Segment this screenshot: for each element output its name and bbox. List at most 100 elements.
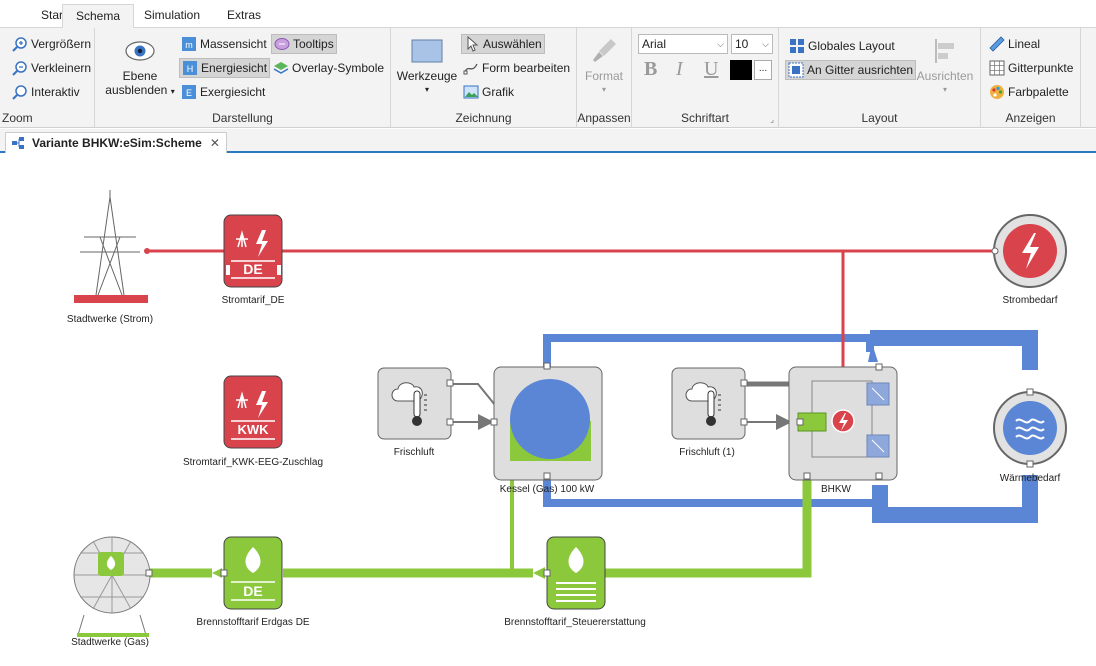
heat-demand-icon: [993, 388, 1067, 468]
exergy-view-label: Exergiesicht: [200, 85, 266, 99]
electricity-tariff-de-icon: [223, 214, 283, 288]
group-anpassen-label: Anpassen: [577, 111, 631, 125]
fuel-tariff-de-icon: [220, 536, 283, 610]
hide-layer-button[interactable]: Ebene ausblenden ▾: [105, 36, 175, 99]
tools-button[interactable]: Werkzeuge ▾: [395, 38, 459, 97]
label-frischluft[interactable]: Frischluft: [393, 447, 435, 458]
global-layout-button[interactable]: Globales Layout: [787, 36, 897, 56]
edit-shape-label: Form bearbeiten: [482, 61, 571, 75]
label-brennstofftarif-steuer[interactable]: Brennstofftarif_Steuererstattung: [504, 617, 646, 628]
tab-extras[interactable]: Extras: [227, 8, 262, 22]
italic-button[interactable]: I: [676, 58, 683, 80]
group-layout-label: Layout: [861, 111, 898, 125]
align-button[interactable]: Ausrichten ▾: [915, 36, 975, 97]
grid-points-button[interactable]: Gitterpunkte: [987, 58, 1075, 78]
tab-simulation[interactable]: Simulation: [144, 8, 201, 22]
exergy-view-icon: E: [182, 85, 196, 99]
hide-layer-label-2: ausblenden: [105, 83, 168, 97]
group-zoom-label: Zoom: [2, 111, 33, 125]
overlay-symbols-button[interactable]: Overlay-Symbole: [271, 58, 386, 78]
format-dropdown-icon: ▾: [601, 85, 606, 94]
label-bhkw[interactable]: BHKW: [821, 484, 851, 495]
font-size-value: 10: [735, 37, 749, 51]
grid-points-label: Gitterpunkte: [1008, 61, 1074, 75]
document-tab[interactable]: Variante BHKW:eSim:Scheme ✕: [5, 132, 227, 153]
magnifier-icon: [12, 85, 27, 100]
close-tab-icon[interactable]: ✕: [209, 136, 220, 150]
layers-icon: [273, 62, 289, 74]
paintbrush-icon: [593, 39, 616, 62]
bold-button[interactable]: B: [644, 58, 658, 80]
kwk-badge-text: KWK: [237, 422, 269, 437]
energy-view-label: Energiesicht: [201, 61, 268, 75]
font-color-swatch[interactable]: [730, 60, 752, 80]
label-waermebedarf[interactable]: Wärmebedarf: [999, 473, 1061, 484]
overlay-symbols-label: Overlay-Symbole: [292, 61, 385, 75]
hide-layer-label-1: Ebene: [122, 69, 158, 83]
label-brennstofftarif-de[interactable]: Brennstofftarif Erdgas DE: [196, 617, 310, 628]
group-darstellung-label: Darstellung: [212, 111, 273, 125]
grid-icon: [989, 60, 1005, 76]
energy-view-button[interactable]: H Energiesicht: [179, 58, 271, 78]
group-layout: Globales Layout An Gitter ausrichten Aus…: [779, 28, 981, 128]
de-gas-badge-text: DE: [243, 583, 263, 599]
grid-align-icon: [788, 62, 804, 78]
edit-shape-button[interactable]: Form bearbeiten: [461, 58, 572, 78]
more-font-options-button[interactable]: ...: [754, 60, 772, 80]
tooltip-icon: [274, 38, 290, 50]
select-button[interactable]: Auswählen: [461, 34, 545, 54]
global-layout-icon: [790, 39, 804, 53]
group-zeichnung: Werkzeuge ▾ Auswählen Form bearbeiten Gr…: [391, 28, 577, 128]
power-pylon-icon: [74, 190, 148, 303]
underline-button[interactable]: U: [704, 58, 719, 80]
ruler-label: Lineal: [1008, 37, 1041, 51]
tooltips-label: Tooltips: [293, 37, 334, 51]
group-zeichnung-label: Zeichnung: [455, 111, 512, 125]
mass-view-icon: m: [182, 37, 196, 51]
svg-text:m: m: [185, 40, 193, 50]
interactive-zoom-button[interactable]: Interaktiv: [10, 82, 82, 102]
tab-schema[interactable]: Schema: [62, 4, 135, 29]
zoom-in-label: Vergrößern: [31, 37, 92, 51]
document-tab-bar: Variante BHKW:eSim:Scheme ✕: [0, 129, 1096, 153]
label-kessel[interactable]: Kessel (Gas) 100 kW: [499, 484, 595, 495]
dialog-launcher-icon[interactable]: ⌟: [770, 115, 774, 124]
label-stromtarif-kwk[interactable]: Stromtarif_KWK-EEG-Zuschlag: [182, 457, 324, 468]
exergy-view-button[interactable]: E Exergiesicht: [179, 82, 267, 102]
svg-text:H: H: [187, 64, 194, 74]
schema-canvas[interactable]: DE KWK DE Stadtwerke (Strom) Stromtarif_…: [0, 155, 1096, 666]
group-zoom: Vergrößern Verkleinern Interaktiv Zoom: [0, 28, 95, 128]
chevron-down-icon: ⌵: [717, 39, 724, 49]
align-to-grid-button[interactable]: An Gitter ausrichten: [785, 60, 917, 80]
format-label: Format: [584, 69, 623, 83]
heat-pipes: [543, 330, 1038, 523]
label-stadtwerke-strom[interactable]: Stadtwerke (Strom): [66, 314, 154, 325]
label-frischluft-1[interactable]: Frischluft (1): [679, 447, 735, 458]
zoom-in-button[interactable]: Vergrößern: [10, 34, 93, 54]
font-size-select[interactable]: 10 ⌵: [731, 34, 773, 54]
tab-start[interactable]: Start: [41, 8, 67, 22]
graphic-button[interactable]: Grafik: [461, 82, 516, 102]
zoom-out-button[interactable]: Verkleinern: [10, 58, 93, 78]
ruler-button[interactable]: Lineal: [987, 34, 1042, 54]
format-button[interactable]: Format ▾: [579, 36, 629, 97]
cursor-arrow-icon: [467, 36, 479, 52]
label-strombedarf[interactable]: Strombedarf: [1002, 295, 1058, 306]
menu-tab-bar: Start Schema Simulation Extras: [0, 0, 1096, 29]
mass-view-button[interactable]: m Massensicht: [179, 34, 269, 54]
label-stadtwerke-gas[interactable]: Stadtwerke (Gas): [71, 637, 149, 648]
energy-view-icon: H: [183, 61, 197, 75]
group-darstellung: Ebene ausblenden ▾ m Massensicht H Energ…: [95, 28, 391, 128]
font-family-select[interactable]: Arial ⌵: [638, 34, 728, 54]
mass-view-label: Massensicht: [200, 37, 267, 51]
fresh-air-icon: [377, 367, 454, 440]
electricity-demand-icon: [991, 214, 1067, 288]
color-palette-button[interactable]: Farbpalette: [987, 82, 1071, 102]
interactive-zoom-label: Interaktiv: [31, 85, 80, 99]
fresh-air-1-icon: [671, 367, 748, 440]
graphic-label: Grafik: [482, 85, 515, 99]
label-stromtarif-de[interactable]: Stromtarif_DE: [221, 295, 285, 306]
tooltips-button[interactable]: Tooltips: [271, 34, 337, 54]
font-family-value: Arial: [642, 37, 667, 51]
